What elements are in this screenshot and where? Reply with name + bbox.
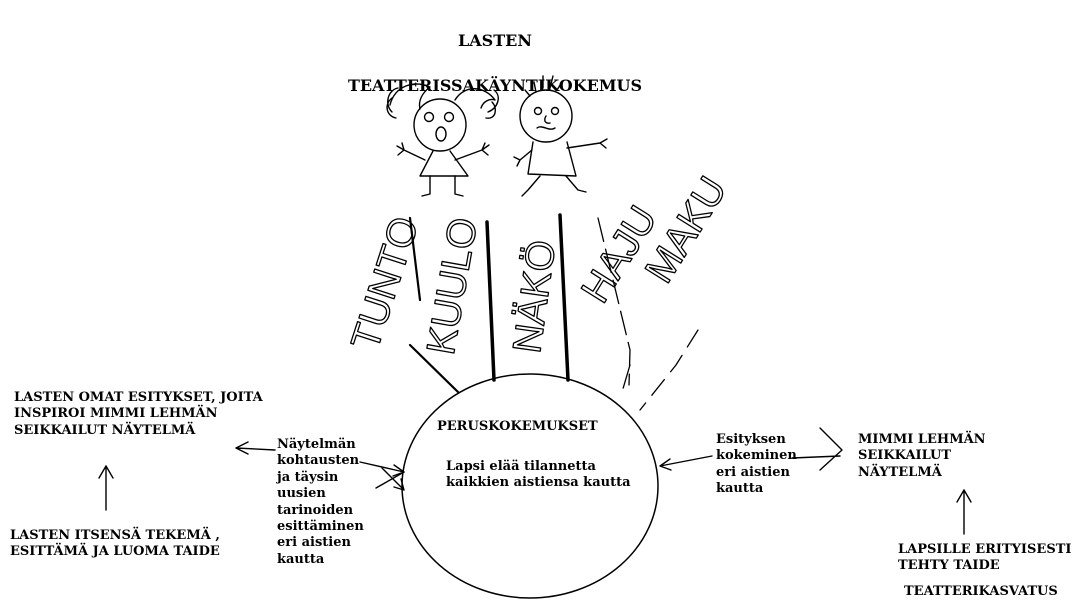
arrow-right-label-to-box-icon [792,428,842,470]
left-top-box: LASTEN OMAT ESITYKSET, JOITA INSPIROI MI… [14,390,263,439]
center-body: Lapsi elää tilannetta kaikkien aistiensa… [446,459,631,492]
sense-line-nako [560,215,568,380]
left-middle-label: Näytelmän kohtausten ja täysin uusien ta… [277,437,364,568]
sense-word-nako: NÄKÖ [505,237,564,355]
right-footer: TEATTERIKASVATUS [904,584,1058,600]
svg-text:KUULO: KUULO [419,214,486,357]
left-bottom-box: LASTEN ITSENSÄ TEKEMÄ , ESITTÄMÄ JA LUOM… [10,528,220,561]
svg-text:TUNTO: TUNTO [343,211,427,355]
title-line-2: TEATTERISSAKÄYNTIKOKEMUS [330,75,660,97]
right-middle-label: Esityksen kokeminen eri aistien kautta [716,432,797,498]
sense-line-maku [640,330,698,410]
sense-word-kuulo: KUULO [419,214,486,357]
right-top-box: MIMMI LEHMÄN SEIKKAILUT NÄYTELMÄ [858,432,1075,481]
sense-line-kuulo [487,222,494,380]
right-bottom-box: LAPSILLE ERITYISESTI TEHTY TAIDE [898,542,1071,575]
title-line-1: LASTEN [330,30,660,52]
sense-word-tunto: TUNTO [343,211,427,355]
arrow-label-to-left-box-icon [236,442,275,454]
arrow-bottom-to-top-right-icon [957,490,971,534]
arrows-to-circle-left-icon [360,462,404,490]
arrows-to-circle-right-icon [660,456,712,470]
svg-text:NÄKÖ: NÄKÖ [505,237,564,355]
center-heading: PERUSKOKEMUKSET [437,419,598,435]
arrow-bottom-to-top-left-icon [99,466,113,510]
diagram-title: LASTEN TEATTERISSAKÄYNTIKOKEMUS [330,8,660,120]
